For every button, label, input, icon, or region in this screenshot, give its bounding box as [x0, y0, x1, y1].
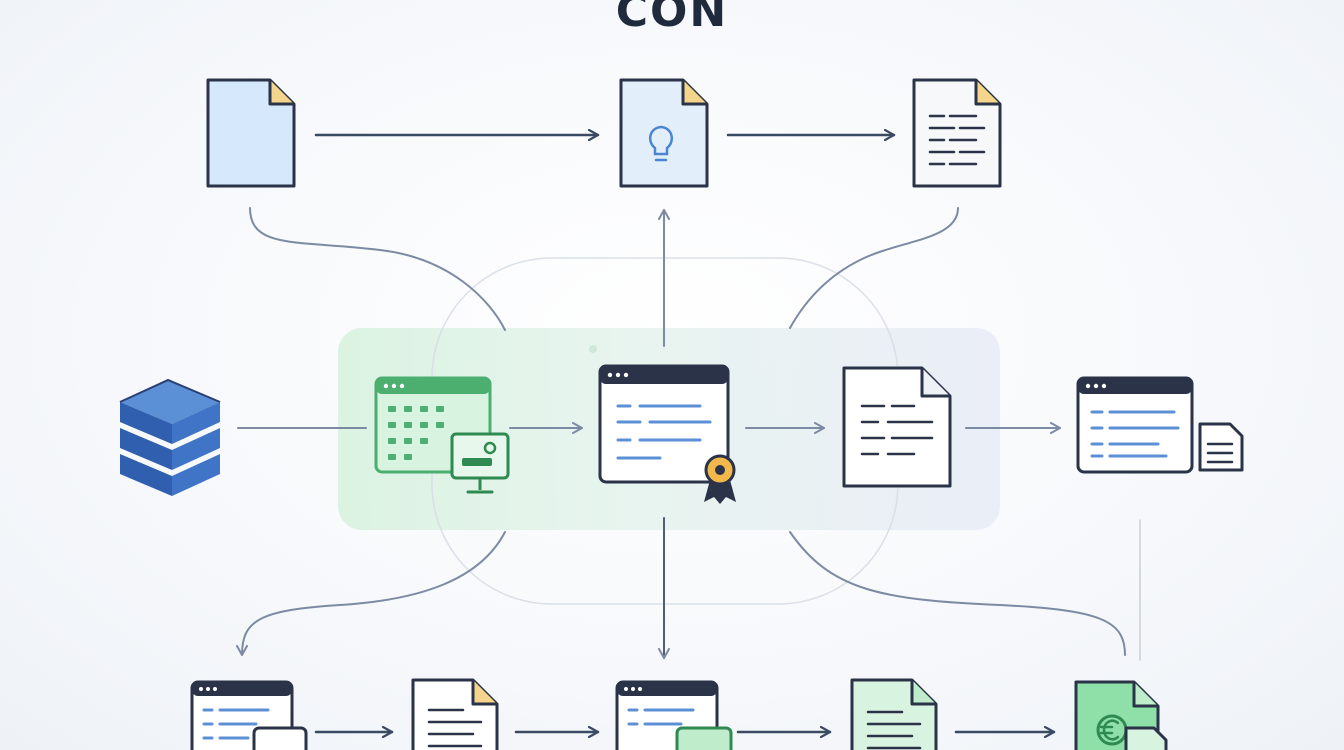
- text-document-icon: [411, 678, 499, 750]
- lightbulb-document-icon: [619, 78, 709, 188]
- card-icon: [675, 726, 733, 750]
- database-icon: [119, 378, 221, 496]
- lightbulb-icon: [648, 125, 674, 162]
- text-document-icon: [912, 78, 1002, 188]
- card-icon: [252, 726, 308, 750]
- window-with-card-icon: [190, 680, 308, 750]
- text-document-icon: [842, 366, 952, 488]
- database-layer: [120, 428, 220, 470]
- document-icon: [206, 78, 296, 188]
- window-with-card-icon: [615, 680, 733, 750]
- award-badge-icon: [704, 454, 736, 504]
- monitor-icon: [450, 432, 510, 494]
- certified-window-icon: [598, 364, 736, 504]
- curve-bottom-left: [236, 531, 506, 656]
- grid-window-with-monitor-icon: [374, 376, 510, 494]
- curve-top-left: [249, 207, 506, 331]
- connectors: [236, 135, 1141, 732]
- database-layer: [120, 454, 220, 496]
- currency-document-icon: [1074, 680, 1168, 750]
- dot-marker: [589, 345, 597, 353]
- green-text-document-icon: [850, 678, 938, 750]
- diagram-title: CON: [615, 0, 729, 37]
- curve-bottom-right: [789, 531, 1126, 656]
- curve-top-right: [789, 207, 959, 329]
- note-icon: [1198, 422, 1244, 472]
- window-with-note-icon: [1076, 376, 1244, 474]
- stacked-page: [1124, 726, 1168, 750]
